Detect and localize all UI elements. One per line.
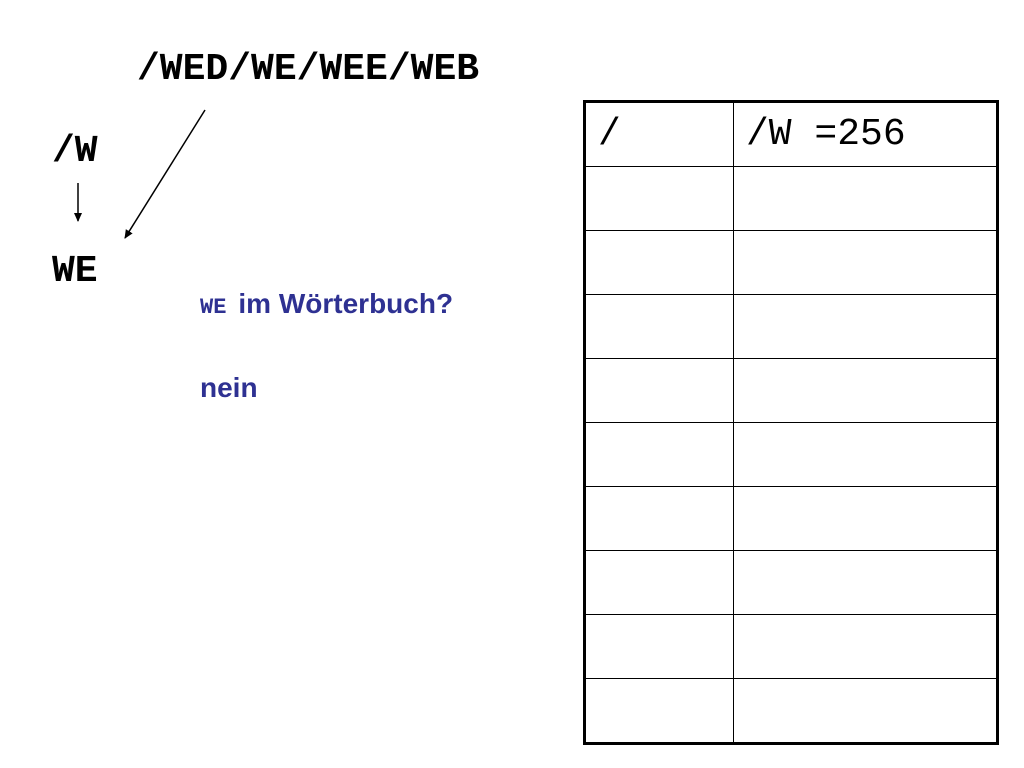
dictionary-key-cell: / — [584, 101, 734, 167]
dictionary-row — [584, 550, 998, 615]
dictionary-row — [584, 614, 998, 679]
dictionary-key-cell — [584, 294, 734, 359]
dictionary-value-cell — [733, 230, 998, 295]
dictionary-row — [584, 294, 998, 359]
dictionary-value-cell — [733, 550, 998, 615]
dictionary-key-cell — [584, 166, 734, 231]
dictionary-row — [584, 678, 998, 744]
dictionary-key-cell — [584, 486, 734, 551]
input-string: /WED/WE/WEE/WEB — [137, 48, 480, 91]
dictionary-value-cell — [733, 358, 998, 423]
dictionary-row: //W =256 — [584, 101, 998, 167]
dictionary-key-cell — [584, 230, 734, 295]
question-text: im Wörterbuch? — [238, 288, 454, 319]
dictionary-key-cell — [584, 422, 734, 487]
dictionary-row — [584, 422, 998, 487]
answer-text: nein — [200, 372, 258, 403]
dictionary-question: WE im Wörterbuch? — [200, 284, 453, 328]
dictionary-key-cell — [584, 614, 734, 679]
dictionary-row — [584, 358, 998, 423]
dictionary-value-cell: /W =256 — [733, 101, 998, 167]
dictionary-key-cell — [584, 550, 734, 615]
dictionary-value-cell — [733, 614, 998, 679]
dictionary-key-cell — [584, 678, 734, 744]
dictionary-value-cell — [733, 678, 998, 744]
dictionary-value-cell — [733, 294, 998, 359]
question-code: WE — [200, 295, 227, 320]
dictionary-key-cell — [584, 358, 734, 423]
string-to-current-arrow — [124, 109, 206, 239]
dictionary-value-cell — [733, 422, 998, 487]
dictionary-table: //W =256 — [583, 100, 999, 745]
dictionary-value-cell — [733, 166, 998, 231]
current-label: WE — [52, 250, 98, 293]
prefix-label: /W — [52, 130, 98, 173]
dictionary-row — [584, 486, 998, 551]
dictionary-row — [584, 166, 998, 231]
dictionary-value-cell — [733, 486, 998, 551]
dictionary-row — [584, 230, 998, 295]
